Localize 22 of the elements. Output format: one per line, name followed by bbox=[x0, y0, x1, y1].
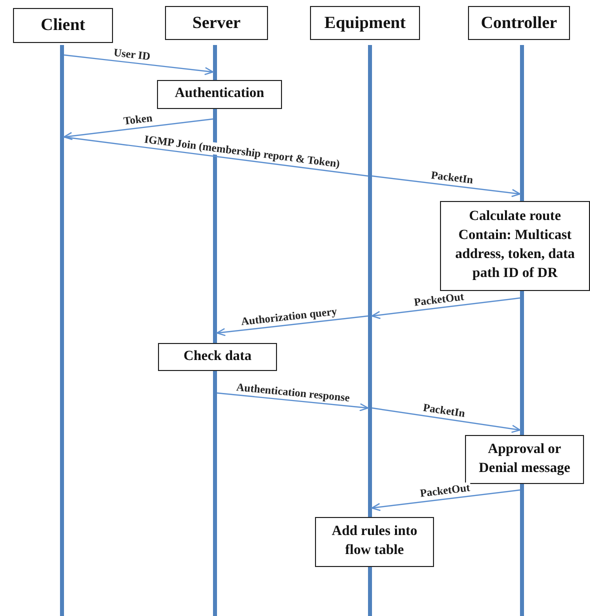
message-arrow bbox=[63, 118, 214, 140]
message-arrow bbox=[372, 175, 521, 198]
message-arrow bbox=[372, 407, 521, 433]
process-box: Authentication bbox=[157, 80, 282, 109]
process-box: Calculate route Contain: Multicast address, token, data path ID of DR bbox=[440, 201, 590, 291]
message-arrow bbox=[371, 297, 520, 320]
edge-label: PacketIn bbox=[421, 402, 467, 420]
edge-label: User ID bbox=[112, 46, 152, 63]
process-box: Check data bbox=[158, 343, 277, 371]
process-box: Add rules into flow table bbox=[315, 517, 434, 567]
message-arrow bbox=[64, 54, 214, 76]
message-arrow bbox=[371, 489, 520, 512]
message-arrow bbox=[216, 315, 368, 336]
edge-label: PacketIn bbox=[428, 169, 474, 186]
edge-label: Authentication response bbox=[235, 380, 352, 404]
process-box: Approval or Denial message bbox=[465, 435, 584, 484]
participant-box: Controller bbox=[468, 6, 570, 40]
message-arrow bbox=[216, 392, 369, 412]
participant-box: Equipment bbox=[310, 6, 420, 40]
participant-box: Server bbox=[165, 6, 268, 40]
lifeline bbox=[60, 45, 64, 616]
participant-box: Client bbox=[13, 8, 113, 43]
